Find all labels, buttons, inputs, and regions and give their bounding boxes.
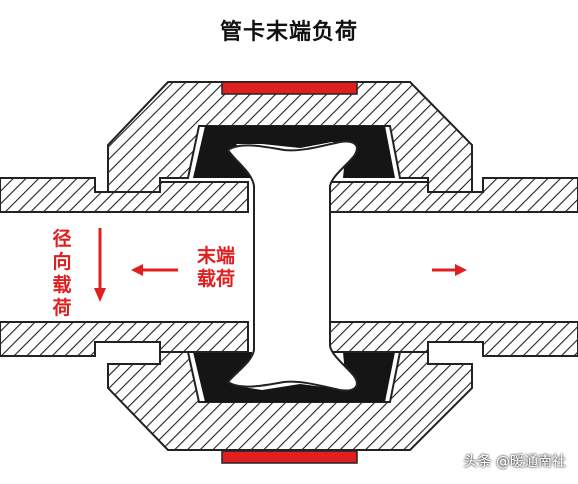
bottom-red-band — [221, 450, 358, 464]
right-pipe-upper-wall — [329, 177, 578, 213]
end-load-label-line2: 载荷 — [196, 268, 235, 290]
watermark: 头条 @暖通南社 — [463, 454, 566, 470]
radial-load-arrow-head — [94, 288, 106, 302]
right-pipe-lower-wall — [329, 321, 578, 357]
end-load-right-arrow-head — [455, 264, 467, 276]
left-pipe-lower-wall — [0, 321, 249, 357]
top-red-band — [221, 81, 358, 95]
end-load-left-arrow-head — [131, 264, 143, 276]
lower-clamp-body — [107, 351, 473, 451]
end-load-label-line1: 末端 — [196, 245, 235, 267]
diagram-title: 管卡末端负荷 — [219, 20, 358, 45]
radial-load-label: 径向载荷 — [52, 228, 72, 319]
end-load-label: 末端 载荷 — [190, 245, 242, 291]
central-gasket — [226, 140, 358, 392]
left-pipe-upper-wall — [0, 177, 249, 213]
